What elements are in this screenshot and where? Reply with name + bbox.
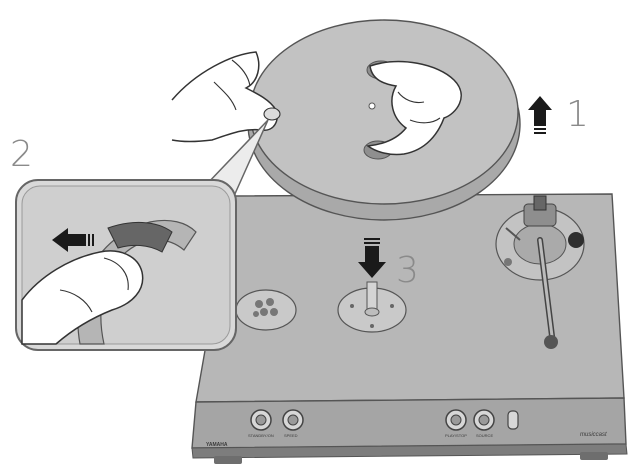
step-1-number: 1 [566,94,589,135]
step-1: 1 [528,94,589,135]
knob-label-source: SOURCE [476,433,493,438]
knob-label-standby: STANDBY/ON [248,433,274,438]
knob-label-play-stop: PLAY/STOP [445,433,467,438]
foot-left [214,456,242,464]
model-mark-text: musiccast [580,432,607,438]
arrow-up-icon [528,96,552,126]
platter-top [250,20,518,204]
indicator-led [508,411,518,429]
platter-center-hole [369,103,375,109]
foot-right [580,452,608,460]
step-2: 2 [10,120,268,350]
platter [248,20,520,220]
step-3-number: 3 [396,250,419,291]
step-2-number: 2 [10,134,33,175]
knob-label-speed: SPEED [284,433,298,438]
belt-pulley-plate [236,290,296,330]
brand-logo-text: YAMAHA [206,442,228,448]
